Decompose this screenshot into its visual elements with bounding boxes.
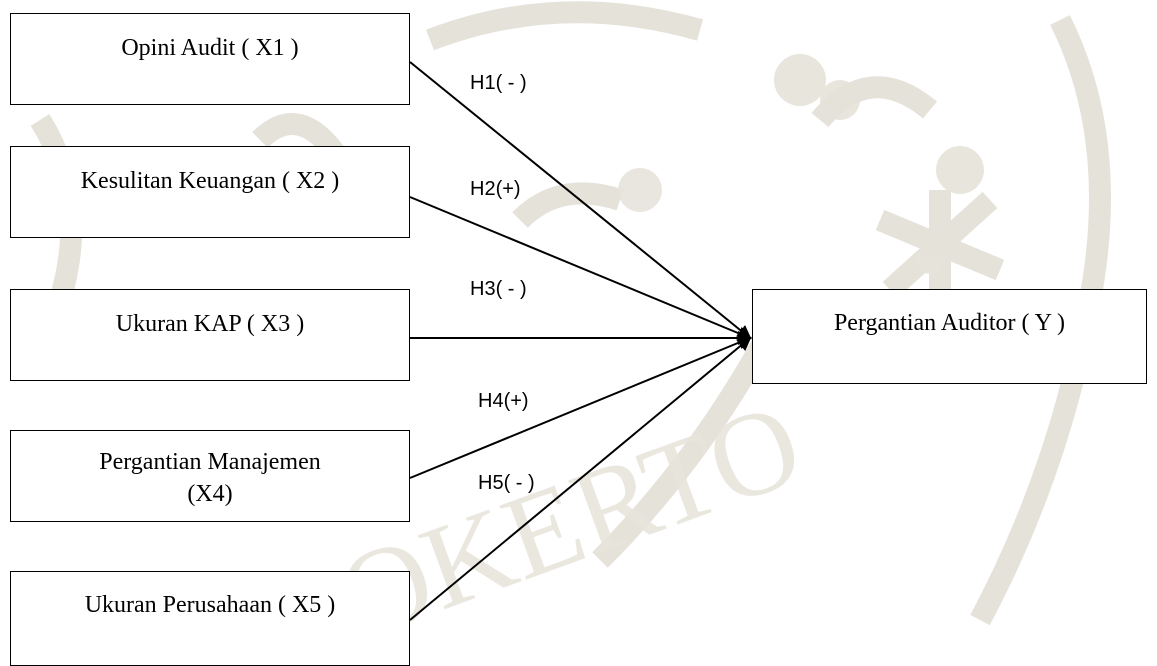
edge-label-h1: H1( - ) <box>470 72 527 94</box>
edge-label-h4: H4(+) <box>478 390 529 412</box>
arrow-h5 <box>409 336 752 621</box>
node-pergantian-manajemen: Pergantian Manajemen (X4) <box>10 430 410 522</box>
node-label: Opini Audit ( X1 ) <box>121 35 299 61</box>
arrow-h4 <box>409 336 752 479</box>
node-ukuran-perusahaan: Ukuran Perusahaan ( X5 ) <box>10 571 410 666</box>
edge-label-h2: H2(+) <box>470 178 521 200</box>
node-label: Ukuran KAP ( X3 ) <box>115 311 305 337</box>
node-pergantian-auditor: Pergantian Auditor ( Y ) <box>752 289 1147 384</box>
arrow-h1 <box>409 61 752 340</box>
edge-label-h5: H5( - ) <box>478 472 535 494</box>
node-ukuran-kap: Ukuran KAP ( X3 ) <box>10 289 410 381</box>
arrow-h2 <box>409 196 752 340</box>
node-label: Pergantian Manajemen (X4) <box>99 449 321 507</box>
node-opini-audit: Opini Audit ( X1 ) <box>10 13 410 105</box>
node-label: Pergantian Auditor ( Y ) <box>833 310 1066 336</box>
edge-label-h3: H3( - ) <box>470 278 527 300</box>
node-label: Ukuran Perusahaan ( X5 ) <box>84 592 336 618</box>
node-label: Kesulitan Keuangan ( X2 ) <box>80 168 340 194</box>
node-kesulitan-keuangan: Kesulitan Keuangan ( X2 ) <box>10 146 410 238</box>
